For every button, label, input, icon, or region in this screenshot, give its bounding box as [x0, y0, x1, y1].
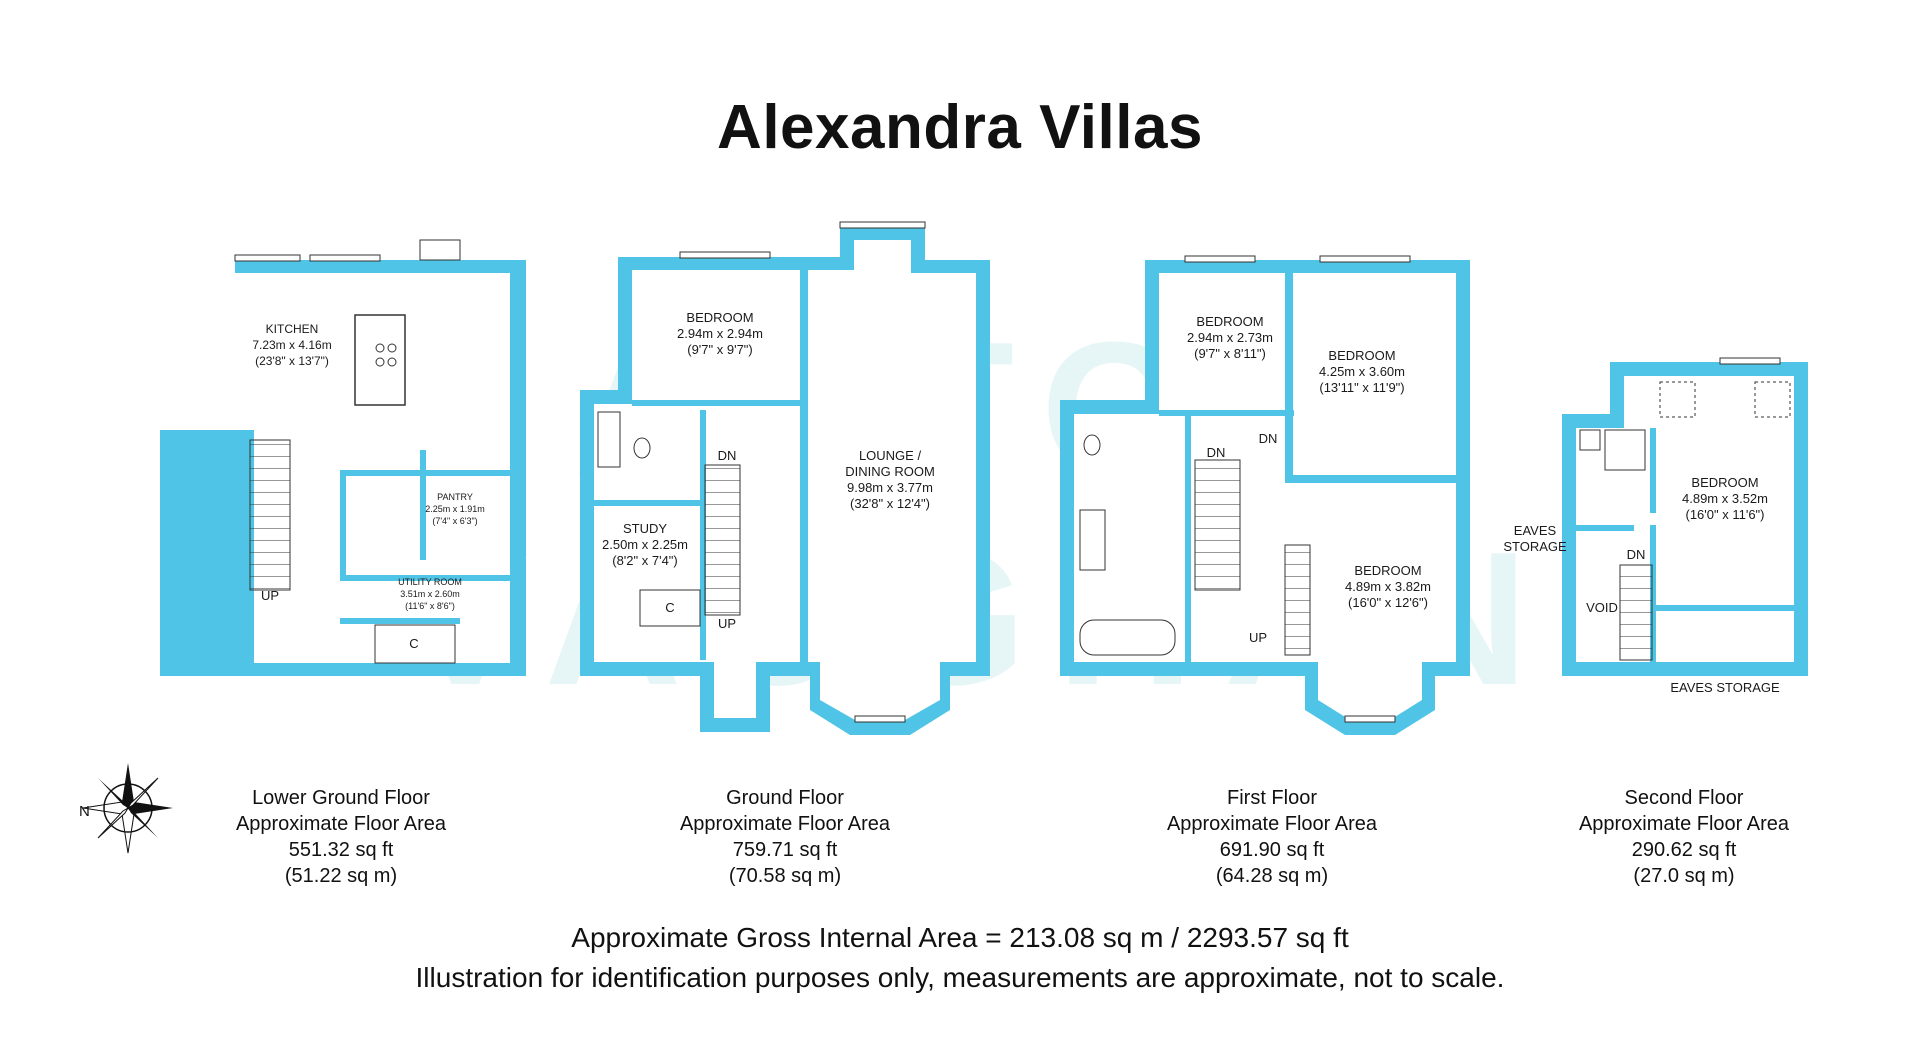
gross-internal-area: Approximate Gross Internal Area = 213.08…: [571, 922, 1349, 953]
lounge-metric: 9.98m x 3.77m: [847, 480, 933, 495]
ff-bedroom-3-metric: 4.89m x 3.82m: [1345, 579, 1431, 594]
ff-bedroom-1-metric: 2.94m x 2.73m: [1187, 330, 1273, 345]
utility-room-imperial: (11'6" x 8'6"): [405, 601, 455, 611]
bath: [597, 411, 621, 468]
kitchen-metric: 7.23m x 4.16m: [252, 338, 331, 352]
lounge-imperial: (32'8" x 12'4"): [850, 496, 930, 511]
floor-area-sqft: 691.90 sq ft: [1219, 839, 1325, 861]
second-floor-plan: BEDROOM 4.89m x 3.52m (16'0" x 11'6") EA…: [1503, 357, 1808, 695]
skylight: [1659, 381, 1696, 418]
pantry-imperial: (7'4" x 6'3"): [432, 516, 477, 526]
floor-area-sqft: 551.32 sq ft: [288, 839, 394, 861]
lounge-name-2: DINING ROOM: [845, 464, 935, 479]
stairs: [1194, 459, 1241, 591]
gf-down-mark: DN: [718, 448, 737, 463]
floor-area-label: Approximate Floor Area: [679, 813, 891, 835]
floor-caption-lower-ground: Lower Ground Floor Approximate Floor Are…: [161, 785, 521, 889]
bath: [1079, 619, 1176, 656]
floor-area-sqm: (70.58 sq m): [728, 865, 842, 887]
gf-bedroom-metric: 2.94m x 2.94m: [677, 326, 763, 341]
gf-bedroom-name: BEDROOM: [686, 310, 753, 325]
gf-bedroom-imperial: (9'7" x 9'7"): [687, 342, 753, 357]
stairs: [1619, 564, 1653, 661]
lower-ground-up-mark: UP: [261, 588, 279, 603]
ground-floor-plan: BEDROOM 2.94m x 2.94m (9'7" x 9'7") LOUN…: [580, 221, 990, 735]
toilet: [1083, 434, 1101, 456]
compass-rose-icon: [82, 763, 173, 854]
sf-void-label: VOID: [1586, 600, 1618, 615]
gf-up-mark: UP: [718, 616, 736, 631]
utility-room-metric: 3.51m x 2.60m: [400, 589, 460, 599]
ff-bedroom-3-imperial: (16'0" x 12'6"): [1348, 595, 1428, 610]
pantry-metric: 2.25m x 1.91m: [425, 504, 485, 514]
floor-area-label: Approximate Floor Area: [1578, 813, 1790, 835]
cupboard: [374, 624, 456, 664]
first-floor-rooms: [1074, 273, 1456, 720]
gf-cupboard-mark: C: [665, 600, 674, 615]
floor-name: Lower Ground Floor: [252, 787, 430, 809]
ff-bedroom-2-imperial: (13'11" x 11'9"): [1319, 380, 1404, 395]
floor-area-sqft: 759.71 sq ft: [732, 839, 838, 861]
floor-caption-first: First Floor Approximate Floor Area 691.9…: [1092, 785, 1452, 889]
ff-bedroom-1-imperial: (9'7" x 8'11"): [1194, 346, 1266, 361]
floor-area-label: Approximate Floor Area: [235, 813, 447, 835]
cupboard: [639, 589, 701, 627]
toilet: [633, 437, 651, 459]
study-metric: 2.50m x 2.25m: [602, 537, 688, 552]
ff-down-mark-2: DN: [1259, 431, 1278, 446]
sf-bedroom-metric: 4.89m x 3.52m: [1682, 491, 1768, 506]
first-floor-plan: BEDROOM 2.94m x 2.73m (9'7" x 8'11") BED…: [1060, 255, 1470, 735]
plan-title: Alexandra Villas: [717, 93, 1203, 162]
sf-down-mark: DN: [1627, 547, 1646, 562]
lower-ground-cupboard-mark: C: [409, 636, 418, 651]
ff-up-mark: UP: [1249, 630, 1267, 645]
floor-name: Second Floor: [1624, 787, 1744, 809]
floor-area-sqm: (51.22 sq m): [284, 865, 398, 887]
footer: Approximate Gross Internal Area = 213.08…: [0, 918, 1920, 998]
utility-room-name: UTILITY ROOM: [398, 577, 462, 587]
floor-area-label: Approximate Floor Area: [1166, 813, 1378, 835]
sf-eaves-storage-bottom: EAVES STORAGE: [1670, 680, 1780, 695]
floor-area-sqm: (64.28 sq m): [1215, 865, 1329, 887]
floor-caption-second: Second Floor Approximate Floor Area 290.…: [1504, 785, 1864, 889]
floor-area-sqft: 290.62 sq ft: [1631, 839, 1737, 861]
floor-caption-ground: Ground Floor Approximate Floor Area 759.…: [605, 785, 965, 889]
kitchen-name: KITCHEN: [266, 322, 319, 336]
floor-name: Ground Floor: [726, 787, 844, 809]
study-name: STUDY: [623, 521, 667, 536]
shower: [1604, 429, 1646, 471]
sf-eaves-storage-label-2: STORAGE: [1503, 539, 1567, 554]
shower: [1079, 509, 1106, 571]
stairs: [249, 439, 291, 591]
kitchen-island: [354, 314, 406, 406]
compass-north-label: N: [79, 803, 90, 820]
pantry-name: PANTRY: [437, 492, 473, 502]
ff-bedroom-2-metric: 4.25m x 3.60m: [1319, 364, 1405, 379]
lounge-name: LOUNGE /: [859, 448, 922, 463]
ff-bedroom-1-name: BEDROOM: [1196, 314, 1263, 329]
sf-eaves-storage-label-1: EAVES: [1514, 523, 1557, 538]
ff-down-mark-1: DN: [1207, 445, 1226, 460]
disclaimer: Illustration for identification purposes…: [415, 962, 1505, 993]
ff-bedroom-2-name: BEDROOM: [1328, 348, 1395, 363]
floor-area-sqm: (27.0 sq m): [1633, 865, 1735, 887]
hob-icon: [375, 343, 385, 353]
lower-ground-floor-plan: KITCHEN 7.23m x 4.16m (23'8" x 13'7") PA…: [160, 239, 526, 676]
skylight: [1754, 381, 1791, 418]
sf-bedroom-imperial: (16'0" x 11'6"): [1686, 507, 1765, 522]
floor-name: First Floor: [1227, 787, 1317, 809]
ff-bedroom-3-name: BEDROOM: [1354, 563, 1421, 578]
study-imperial: (8'2" x 7'4"): [612, 553, 678, 568]
kitchen-imperial: (23'8" x 13'7"): [255, 354, 329, 368]
sf-bedroom-name: BEDROOM: [1691, 475, 1758, 490]
stairs: [704, 464, 741, 616]
